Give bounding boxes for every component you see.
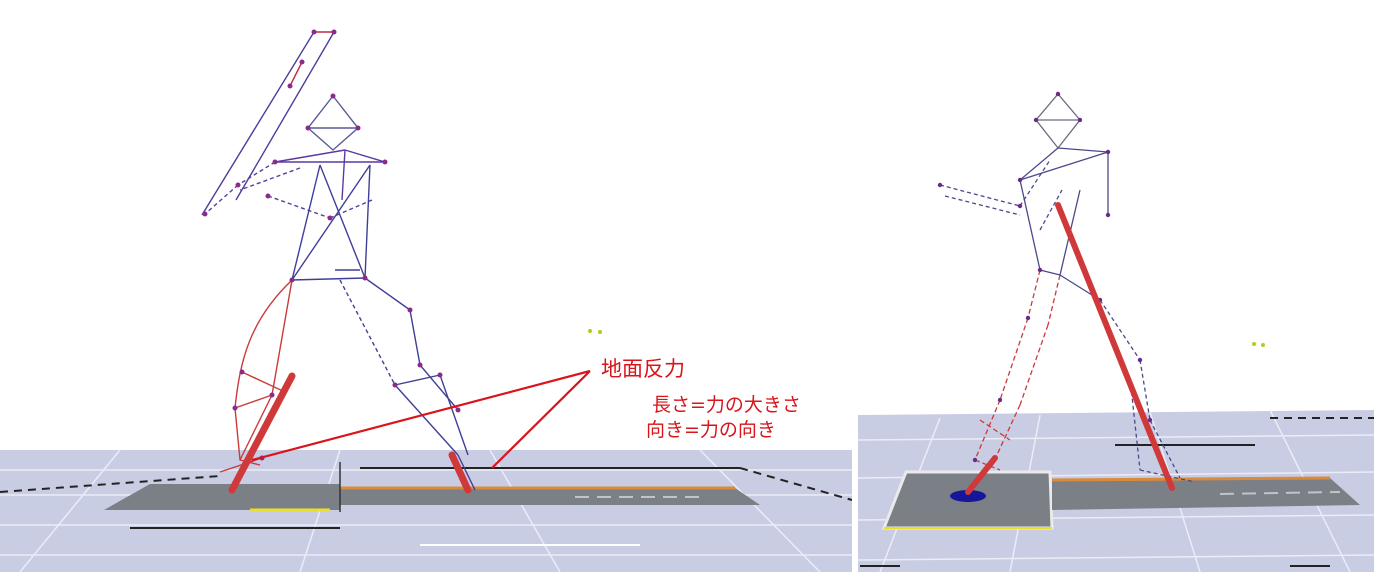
horizon-lines <box>0 467 853 546</box>
force-vector-front-foot <box>1055 202 1175 491</box>
ground-plane <box>0 450 852 572</box>
force-vector-front-foot <box>448 451 472 494</box>
force-vector-back-foot <box>228 372 296 494</box>
horizon-lines <box>860 417 1374 567</box>
annotation-line-direction: 向き=力の向き <box>646 419 776 441</box>
force-plates <box>104 462 760 512</box>
annotation-line-length: 長さ=力の大きさ <box>652 394 801 416</box>
left-panel: 地面反力 長さ=力の大きさ 向き=力の向き <box>0 29 853 572</box>
panel-divider <box>852 0 858 572</box>
head <box>307 94 359 151</box>
annotation-title: 地面反力 <box>601 357 685 381</box>
center-of-pressure <box>950 490 986 502</box>
force-plates <box>881 470 1360 530</box>
annotation-callout <box>251 369 591 469</box>
force-vector-back-foot <box>965 455 998 495</box>
force-vectors-left <box>228 372 472 494</box>
bat <box>201 31 335 216</box>
skeleton-left <box>201 29 602 491</box>
right-panel <box>857 0 1374 572</box>
force-vectors-right <box>965 202 1175 495</box>
